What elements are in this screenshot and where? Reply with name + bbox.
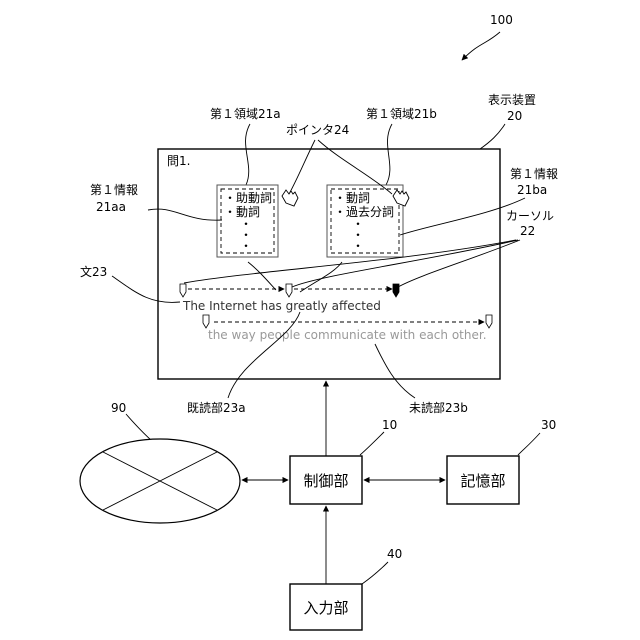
figure-number-arrow — [462, 32, 500, 60]
sentence-line-1: The Internet has greatly affected — [182, 299, 381, 313]
sentence-label: 文23 — [80, 264, 107, 279]
input-leader — [362, 562, 388, 584]
info-a-label: 第１情報 — [90, 183, 138, 197]
sentence-line-2: the way people communicate with each oth… — [208, 328, 487, 342]
storage-leader — [518, 433, 540, 455]
input-label: 入力部 — [303, 599, 348, 617]
info-a-ref: 21aa — [96, 200, 126, 214]
figure-number: 100 — [490, 13, 513, 27]
region-b-item-1: ・動詞 — [334, 191, 370, 205]
display-label: 表示装置 — [488, 93, 536, 107]
storage-label: 記憶部 — [460, 472, 505, 490]
pointer-label: ポインタ24 — [286, 123, 349, 137]
info-b-ref: 21ba — [517, 183, 547, 197]
control-label: 制御部 — [303, 472, 348, 490]
question-label: 問1. — [167, 154, 190, 168]
cursor-ref: 22 — [520, 224, 535, 238]
storage-ref: 30 — [541, 418, 556, 432]
region-a-item-1: ・助動詞 — [224, 191, 272, 205]
control-leader — [360, 432, 384, 455]
cursor-label: カーソル — [506, 209, 554, 223]
info-b-label: 第１情報 — [510, 167, 558, 181]
network-ref: 90 — [111, 401, 126, 415]
region-b-label: 第１領域21b — [366, 106, 437, 121]
input-ref: 40 — [387, 547, 402, 561]
read-label: 既読部23a — [187, 400, 246, 415]
display-ref: 20 — [507, 109, 522, 123]
control-ref: 10 — [382, 418, 397, 432]
unread-label: 未読部23b — [409, 400, 468, 415]
display-leader — [480, 124, 505, 149]
region-a-ellipsis: ・ — [240, 239, 252, 253]
region-b-ellipsis: ・ — [352, 239, 364, 253]
display-device — [158, 149, 500, 379]
region-a-label: 第１領域21a — [210, 106, 281, 121]
